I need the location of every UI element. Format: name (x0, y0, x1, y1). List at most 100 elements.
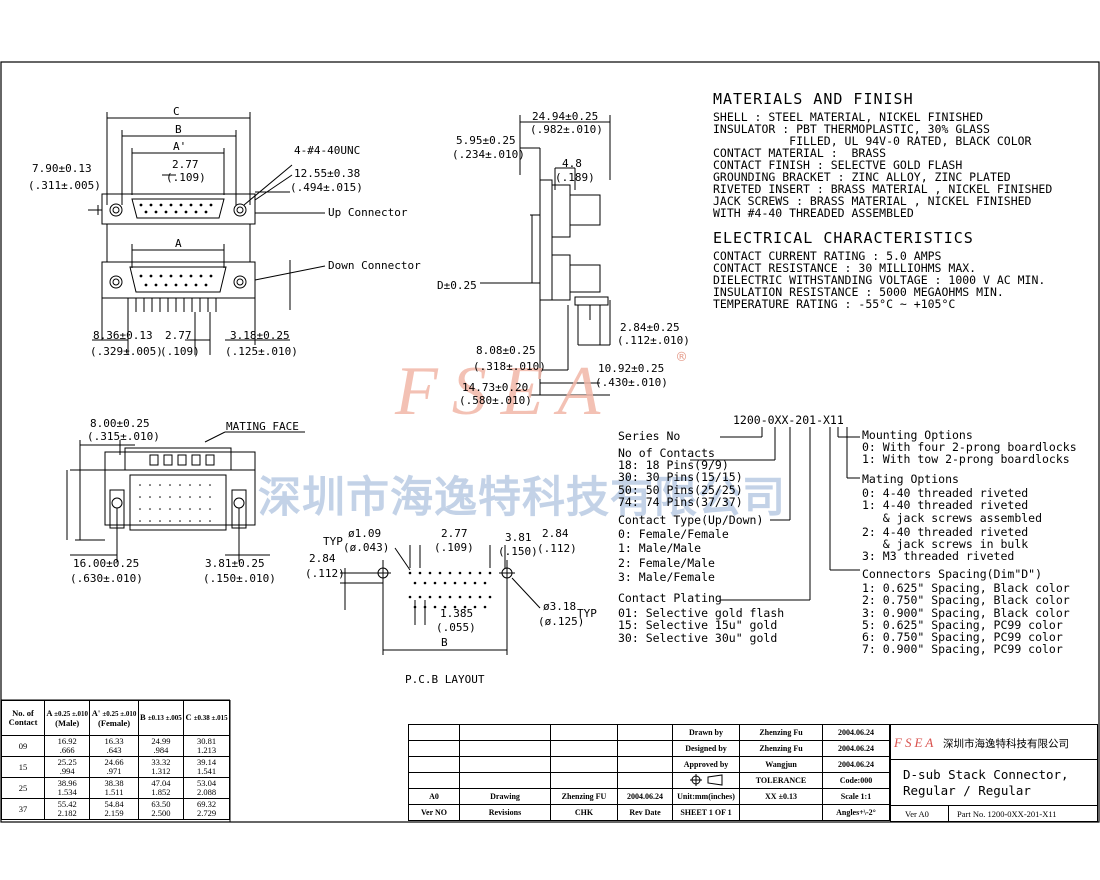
materials-line: CONTACT MATERIAL : BRASS (713, 146, 887, 160)
drawn-date: 2004.06.24 (822, 724, 890, 741)
designed-name: Zhenzing Fu (739, 740, 823, 757)
down-connector-label: Down Connector (328, 259, 421, 272)
contacts-option: 74: 74 Pins(37/37) (618, 494, 743, 509)
table-header-contacts: No. of Contact (1, 700, 45, 736)
mating-option: 2: 4-40 threaded riveted (862, 524, 1029, 539)
type-option: 1: Male/Male (618, 541, 702, 556)
projection-symbol-icon (672, 772, 740, 789)
dim-277-in: (.109) (166, 171, 206, 184)
pcb-dim-284r-in: (.112) (537, 542, 577, 555)
part-code: 1200-0XX-201-X11 (733, 413, 844, 427)
dim-2494: 24.94±0.25 (532, 110, 599, 123)
dim-1600: 16.00±0.25 (73, 557, 140, 570)
pcb-dim-277-in: (.109) (434, 541, 474, 554)
pcb-dim-318-in: (ø.125) (538, 615, 585, 628)
dim-284-in: (.112±.010) (617, 334, 690, 347)
title-box: FSEA 深圳市海逸特科技有限公司 D-sub Stack Connector,… (890, 724, 1098, 822)
electrical-line: CONTACT RESISTANCE : 30 MILLIOHMS MAX. (713, 261, 977, 275)
dim-800-in: (.315±.010) (87, 430, 160, 443)
spacing-option: 6: 0.750" Spacing, PC99 color (862, 630, 1063, 645)
dim-800: 8.00±0.25 (90, 417, 150, 430)
dim-1473: 14.73±0.20 (462, 381, 529, 394)
spacing-title: Connectors Spacing(Dim"D") (862, 567, 1043, 581)
sheet-label: SHEET 1 OF 1 (672, 804, 740, 821)
materials-line: GROUNDING BRACKET : ZINC ALLOY, ZINC PLA… (713, 170, 1011, 184)
plating-block: Contact Plating 01: Selective gold flash… (618, 592, 784, 644)
materials-line: JACK SCREWS : BRASS MATERIAL , NICKEL FI… (713, 194, 1032, 208)
dim-318-in: (.125±.010) (225, 345, 298, 358)
rev-desc: Drawing (459, 788, 551, 805)
dim-808-in: (.318±.010) (473, 360, 546, 373)
dim-836-in: (.329±.005) (90, 345, 163, 358)
pcb-typ2: TYP (577, 607, 597, 620)
plating-option: 01: Selective gold flash (618, 606, 785, 621)
dim-48-in: (.189) (555, 171, 595, 184)
scale-label: Scale 1:1 (822, 788, 890, 805)
drawing-title-line2: Regular / Regular (903, 783, 1031, 798)
up-connector-label: Up Connector (328, 206, 408, 219)
dim-D: D±0.25 (437, 279, 477, 292)
materials-line: CONTACT FINISH : SELECTVE GOLD FLASH (713, 158, 963, 172)
dim-836: 8.36±0.13 (93, 329, 153, 342)
header-revisions: Revisions (459, 804, 551, 821)
approved-label: Approved by (672, 756, 740, 773)
drawn-label: Drawn by (672, 724, 740, 741)
rev-ver: A0 (408, 788, 460, 805)
rev-date: 2004.06.24 (617, 788, 673, 805)
spacing-option: 2: 0.750" Spacing, Black color (862, 593, 1070, 608)
mounting-option: 1: With tow 2-prong boardlocks (862, 452, 1070, 467)
spacing-option: 1: 0.625" Spacing, Black color (862, 581, 1070, 596)
electrical-title: ELECTRICAL CHARACTERISTICS (713, 229, 974, 247)
materials-title: MATERIALS AND FINISH (713, 90, 914, 108)
dim-277: 2.77 (172, 158, 199, 171)
pcb-dim-284l: 2.84 (309, 552, 336, 565)
title-bottom-row: Ver A0 Part No. 1200-0XX-201-X11 (891, 805, 1097, 822)
dim-381: 3.81±0.25 (205, 557, 265, 570)
mating-option: & jack screws in bulk (862, 537, 1029, 552)
designed-label: Designed by (672, 740, 740, 757)
mating-option: 3: M3 threaded riveted (862, 549, 1015, 564)
dim-1092: 10.92±0.25 (598, 362, 665, 375)
contacts-option: 18: 18 Pins(9/9) (618, 458, 729, 473)
table-header-A: A ±0.25 ±.010 (Male) (43, 700, 91, 736)
title-company: 深圳市海逸特科技有限公司 (943, 738, 1069, 750)
contacts-block: No of Contacts 18: 18 Pins(9/9) 30: 30 P… (618, 447, 743, 508)
series-no-label: Series No (618, 429, 681, 443)
plating-option: 15: Selective 15u" gold (618, 618, 778, 633)
spacing-option: 5: 0.625" Spacing, PC99 color (862, 617, 1063, 632)
dim-A-prime: A' (173, 140, 187, 153)
dim-A: A (175, 237, 182, 250)
table-header-C: C ±0.38 ±.015 (183, 700, 230, 736)
title-block: Drawn by Zhenzing Fu 2004.06.24 Designed… (408, 724, 890, 821)
dim-595-in: (.234±.010) (452, 148, 525, 161)
header-chk: CHK (550, 804, 618, 821)
dim-1255-in: (.494±.015) (290, 181, 363, 194)
dim-B: B (175, 123, 182, 136)
dim-48: 4.8 (562, 157, 582, 170)
front-view (88, 112, 326, 355)
designed-date: 2004.06.24 (822, 740, 890, 757)
header-date: Rev Date (617, 804, 673, 821)
type-option: 0: Female/Female (618, 527, 729, 542)
dim-381-in: (.150±.010) (203, 572, 276, 585)
dim-318: 3.18±0.25 (230, 329, 290, 342)
electrical-line: DIELECTRIC WITHSTANDING VOLTAGE : 1000 V… (713, 273, 1046, 287)
side-view (480, 115, 611, 396)
pcb-dim-109-in: (ø.043) (343, 541, 390, 554)
pcb-dim-B: B (441, 636, 448, 649)
drawing-title-line1: D-sub Stack Connector, (903, 767, 1069, 782)
dim-790-in: (.311±.005) (28, 179, 101, 192)
type-option: 3: Male/Female (618, 569, 715, 584)
contacts-option: 30: 30 Pins(15/15) (618, 470, 743, 485)
approved-name: Wangjun (739, 756, 823, 773)
rev-chk: Zhenzing FU (550, 788, 618, 805)
electrical-line: INSULATION RESISTANCE : 5000 MEGAOHMS MI… (713, 285, 1004, 299)
dim-2494-in: (.982±.010) (530, 123, 603, 136)
mating-options-title: Mating Options (862, 472, 959, 486)
title-company-row: FSEA 深圳市海逸特科技有限公司 (891, 725, 1097, 760)
materials-line: SHELL : STEEL MATERIAL, NICKEL FINISHED (713, 110, 984, 124)
plating-option: 30: Selective 30u" gold (618, 630, 778, 645)
